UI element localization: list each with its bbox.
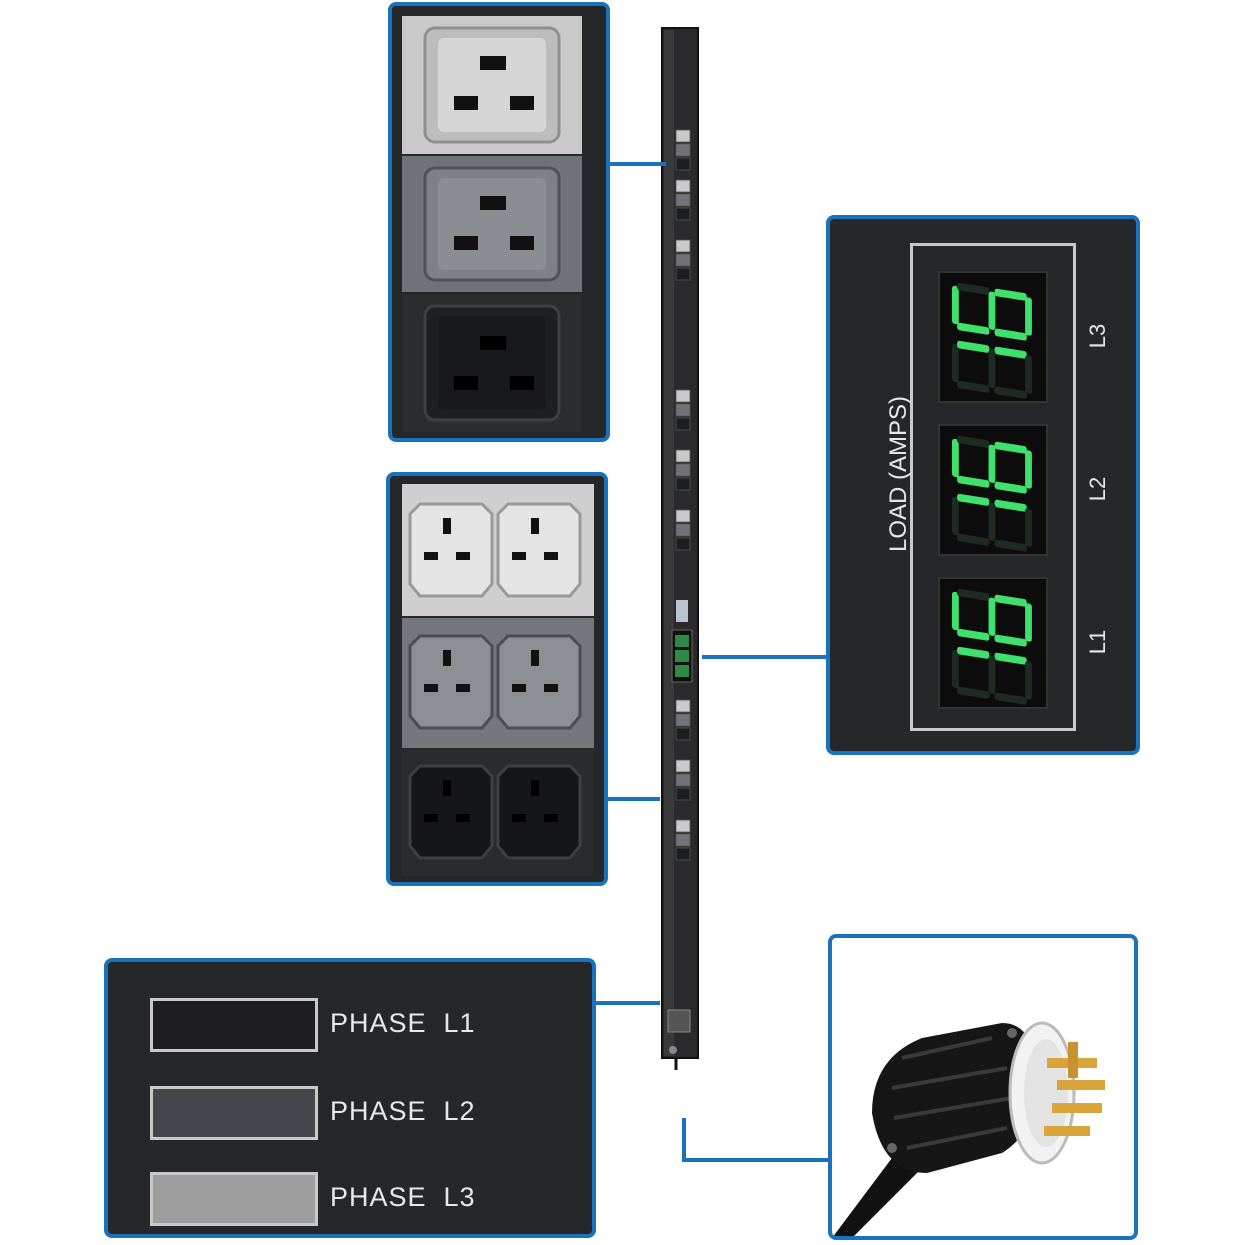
phase-legend-panel: PHASE L1 PHASE L2 PHASE L3	[104, 958, 596, 1238]
strip-outlet	[675, 713, 691, 727]
connector-line-c19	[608, 162, 666, 166]
strip-outlet	[675, 193, 691, 207]
strip-outlet	[675, 847, 691, 861]
readout-value: 16	[1046, 579, 1047, 580]
pdu-strip	[661, 27, 699, 1070]
c13-outlet-row-l3	[402, 484, 594, 616]
readout-value: 16	[1046, 273, 1047, 274]
locking-plug-image	[833, 1021, 1105, 1236]
strip-outlet	[675, 253, 691, 267]
c13-outlet-row-l2	[402, 618, 594, 748]
strip-outlet	[675, 759, 691, 773]
readout-l1: 16	[938, 577, 1048, 709]
strip-outlet	[675, 819, 691, 833]
strip-outlet	[675, 179, 691, 193]
legend-swatch-1	[150, 998, 318, 1052]
legend-label-1: PHASE L1	[330, 1008, 476, 1038]
phase-label-l2: L2	[1085, 476, 1110, 502]
strip-outlet	[675, 239, 691, 253]
strip-outlet	[675, 773, 691, 787]
strip-outlet	[675, 207, 691, 221]
strip-logo	[676, 600, 688, 622]
display-title: LOAD (AMPS)	[885, 395, 912, 553]
strip-outlet	[675, 523, 691, 537]
strip-outlet	[675, 129, 691, 143]
strip-outlet	[675, 787, 691, 801]
readout-value: 16	[1046, 426, 1047, 427]
strip-outlet	[675, 403, 691, 417]
strip-outlet	[675, 477, 691, 491]
connector-line-legend	[595, 1001, 660, 1005]
connector-line-plug-h	[682, 1158, 832, 1162]
c13-outlet-row-l1	[402, 750, 594, 876]
c13-outlet-panel	[386, 472, 608, 886]
c19-outlet-l3	[402, 16, 582, 154]
strip-outlet	[675, 699, 691, 713]
connector-line-plug-v	[682, 1118, 686, 1162]
connector-line-c13	[608, 797, 660, 801]
strip-outlet	[675, 157, 691, 171]
load-display-panel: LOAD (AMPS) 16L116L216L3	[826, 215, 1140, 755]
plug-photo-panel	[828, 934, 1138, 1240]
legend-swatch-2	[150, 1086, 318, 1140]
strip-outlet	[675, 267, 691, 281]
phase-label-l3: L3	[1085, 323, 1110, 349]
connector-line-display	[702, 655, 828, 659]
strip-outlet	[675, 537, 691, 551]
strip-outlet	[675, 727, 691, 741]
strip-outlet	[675, 833, 691, 847]
display-bezel	[910, 243, 1076, 731]
strip-outlet	[675, 143, 691, 157]
readout-digits	[952, 588, 1032, 705]
phase-label-l1: L1	[1085, 629, 1110, 655]
strip-outlet	[675, 389, 691, 403]
legend-label-3: PHASE L3	[330, 1182, 476, 1212]
strip-outlet	[675, 449, 691, 463]
c19-outlet-panel	[388, 2, 610, 442]
strip-outlet	[675, 509, 691, 523]
c19-outlet-l2	[402, 156, 582, 292]
readout-l2: 16	[938, 424, 1048, 556]
strip-outlet	[675, 417, 691, 431]
readout-l3: 16	[938, 271, 1048, 403]
c19-outlet-l1	[402, 294, 582, 432]
legend-swatch-3	[150, 1172, 318, 1226]
readout-digits	[952, 282, 1032, 399]
readout-digits	[952, 435, 1032, 552]
legend-label-2: PHASE L2	[330, 1096, 476, 1126]
strip-outlet	[675, 463, 691, 477]
